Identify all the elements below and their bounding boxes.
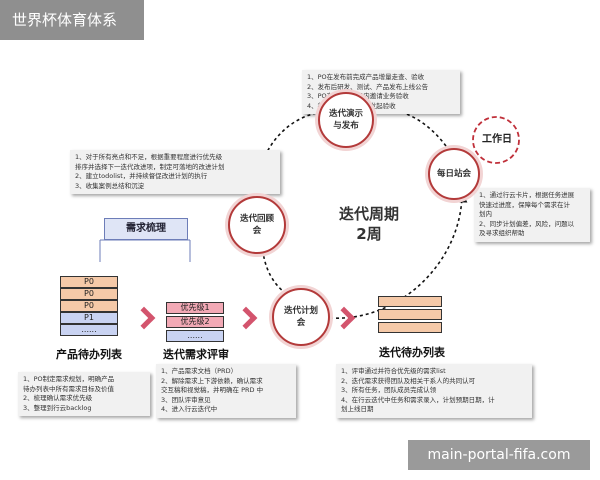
note-line: 1、对于所有亮点和不足，根据重要程度进行优先级	[75, 153, 223, 161]
note-line: 1、PO在发布前完成产品增量走查、验收	[307, 73, 425, 81]
priority-item: 优先级1	[166, 302, 224, 314]
note-line: 4、进入行云迭代中	[161, 405, 218, 413]
note-line: 交互稿和视觉稿，并明确在 PRD 中	[161, 386, 264, 394]
cycle-duration: 2周	[356, 225, 382, 243]
note-line: 3、收集案例总结和沉淀	[75, 181, 145, 190]
note-line: 排序并选择下一迭代改进项，制定可落地的改进计划	[75, 162, 225, 171]
note-product-backlog: 1、PO制定需求规划，明确产品 待办列表中所有需求目标及价值 2、梳理确认需求优…	[18, 372, 150, 416]
note-line: 2、建立todolist，并持续督促改进计划的执行	[75, 172, 208, 180]
backlog-item: P0	[60, 288, 118, 300]
watermark: main-portal-fifa.com	[408, 440, 590, 470]
note-review: 1、对于所有亮点和不足，根据重要程度进行优先级 排序并选择下一迭代改进项，制定可…	[70, 150, 280, 194]
iteration-backlog-label: 迭代待办列表	[379, 346, 445, 359]
circle-label: 每日站会	[436, 169, 471, 179]
demand-review-label: 迭代需求评审	[163, 348, 229, 361]
circle-label: 迭代回顾	[239, 214, 274, 224]
backlog-item: P0	[60, 300, 118, 312]
note-line: 2、解除需求上下游依赖，确认需求	[161, 376, 263, 385]
demand-grooming: 需求梳理	[104, 218, 188, 240]
circle-label: 迭代演示	[328, 109, 363, 119]
note-demand-review: 1、产品需求文档（PRD） 2、解除需求上下游依赖，确认需求 交互稿和视觉稿，并…	[156, 364, 296, 418]
note-line: 3、团队评审意见	[161, 395, 211, 404]
page-title: 世界杯体育体系	[0, 0, 144, 40]
priority-item: 优先级2	[166, 316, 224, 328]
iteration-backlog-stack	[378, 296, 442, 333]
iteration-item	[378, 322, 442, 333]
note-line: 2、同步计划偏差，风险，问题以	[479, 219, 575, 228]
note-line: 2、发布后研发、测试、产品发布上线公告	[307, 82, 429, 91]
backlog-item: P0	[60, 276, 118, 288]
note-line: 及寻求组织帮助	[479, 229, 525, 237]
note-line: 快速过进度，保障每个需求在计	[479, 200, 570, 209]
cycle-center: 迭代周期 2周	[326, 204, 412, 244]
iteration-item	[378, 296, 442, 307]
backlog-item: P1	[60, 312, 118, 324]
note-line: 划上线日期	[341, 405, 374, 413]
priority-item: ......	[166, 330, 224, 342]
iteration-item	[378, 309, 442, 320]
cycle-title: 迭代周期	[338, 205, 399, 223]
note-line: 4、在行云迭代中任务和需求录入，计划预期日期，计	[341, 395, 495, 404]
circle-label: 会	[296, 318, 306, 328]
circle-label: 会	[252, 226, 262, 236]
circle-plan: 迭代计划会	[272, 288, 330, 346]
note-line: 2、梳理确认需求优先级	[23, 394, 93, 402]
circle-label: 迭代计划	[283, 306, 318, 316]
note-line: 1、PO制定需求规划，明确产品	[23, 375, 115, 383]
note-line: 1、产品需求文档（PRD）	[161, 367, 238, 375]
circle-review: 迭代回顾会	[228, 196, 286, 254]
note-line: 待办列表中所有需求目标及价值	[23, 384, 114, 393]
backlog-item: ......	[60, 324, 118, 336]
circle-label: 与发布	[333, 121, 359, 131]
note-line: 划内	[479, 210, 492, 218]
note-line: 3、所有任务，团队成员完成认领	[341, 386, 437, 394]
product-backlog-stack: P0 P0 P0 P1 ......	[60, 276, 118, 336]
note-line: 3、整理到行云backlog	[23, 403, 92, 412]
circle-demo-release: 迭代演示与发布	[318, 92, 374, 148]
note-daily: 1、通过行云卡片，根据任务进展 快速过进度，保障每个需求在计 划内 2、同步计划…	[474, 188, 590, 242]
note-line: 1、评审通过并符合优先级的需求list	[341, 367, 446, 375]
note-line: 1、通过行云卡片，根据任务进展	[479, 191, 575, 199]
demand-review-stack: 优先级1 优先级2 ......	[166, 302, 224, 342]
note-line: 2、迭代需求获得团队及相关干系人的共同认可	[341, 376, 476, 385]
note-plan: 1、评审通过并符合优先级的需求list 2、迭代需求获得团队及相关干系人的共同认…	[336, 364, 532, 418]
work-day-label: 工作日	[482, 134, 512, 145]
circle-daily-standup: 每日站会	[428, 148, 480, 200]
product-backlog-label: 产品待办列表	[56, 348, 122, 361]
